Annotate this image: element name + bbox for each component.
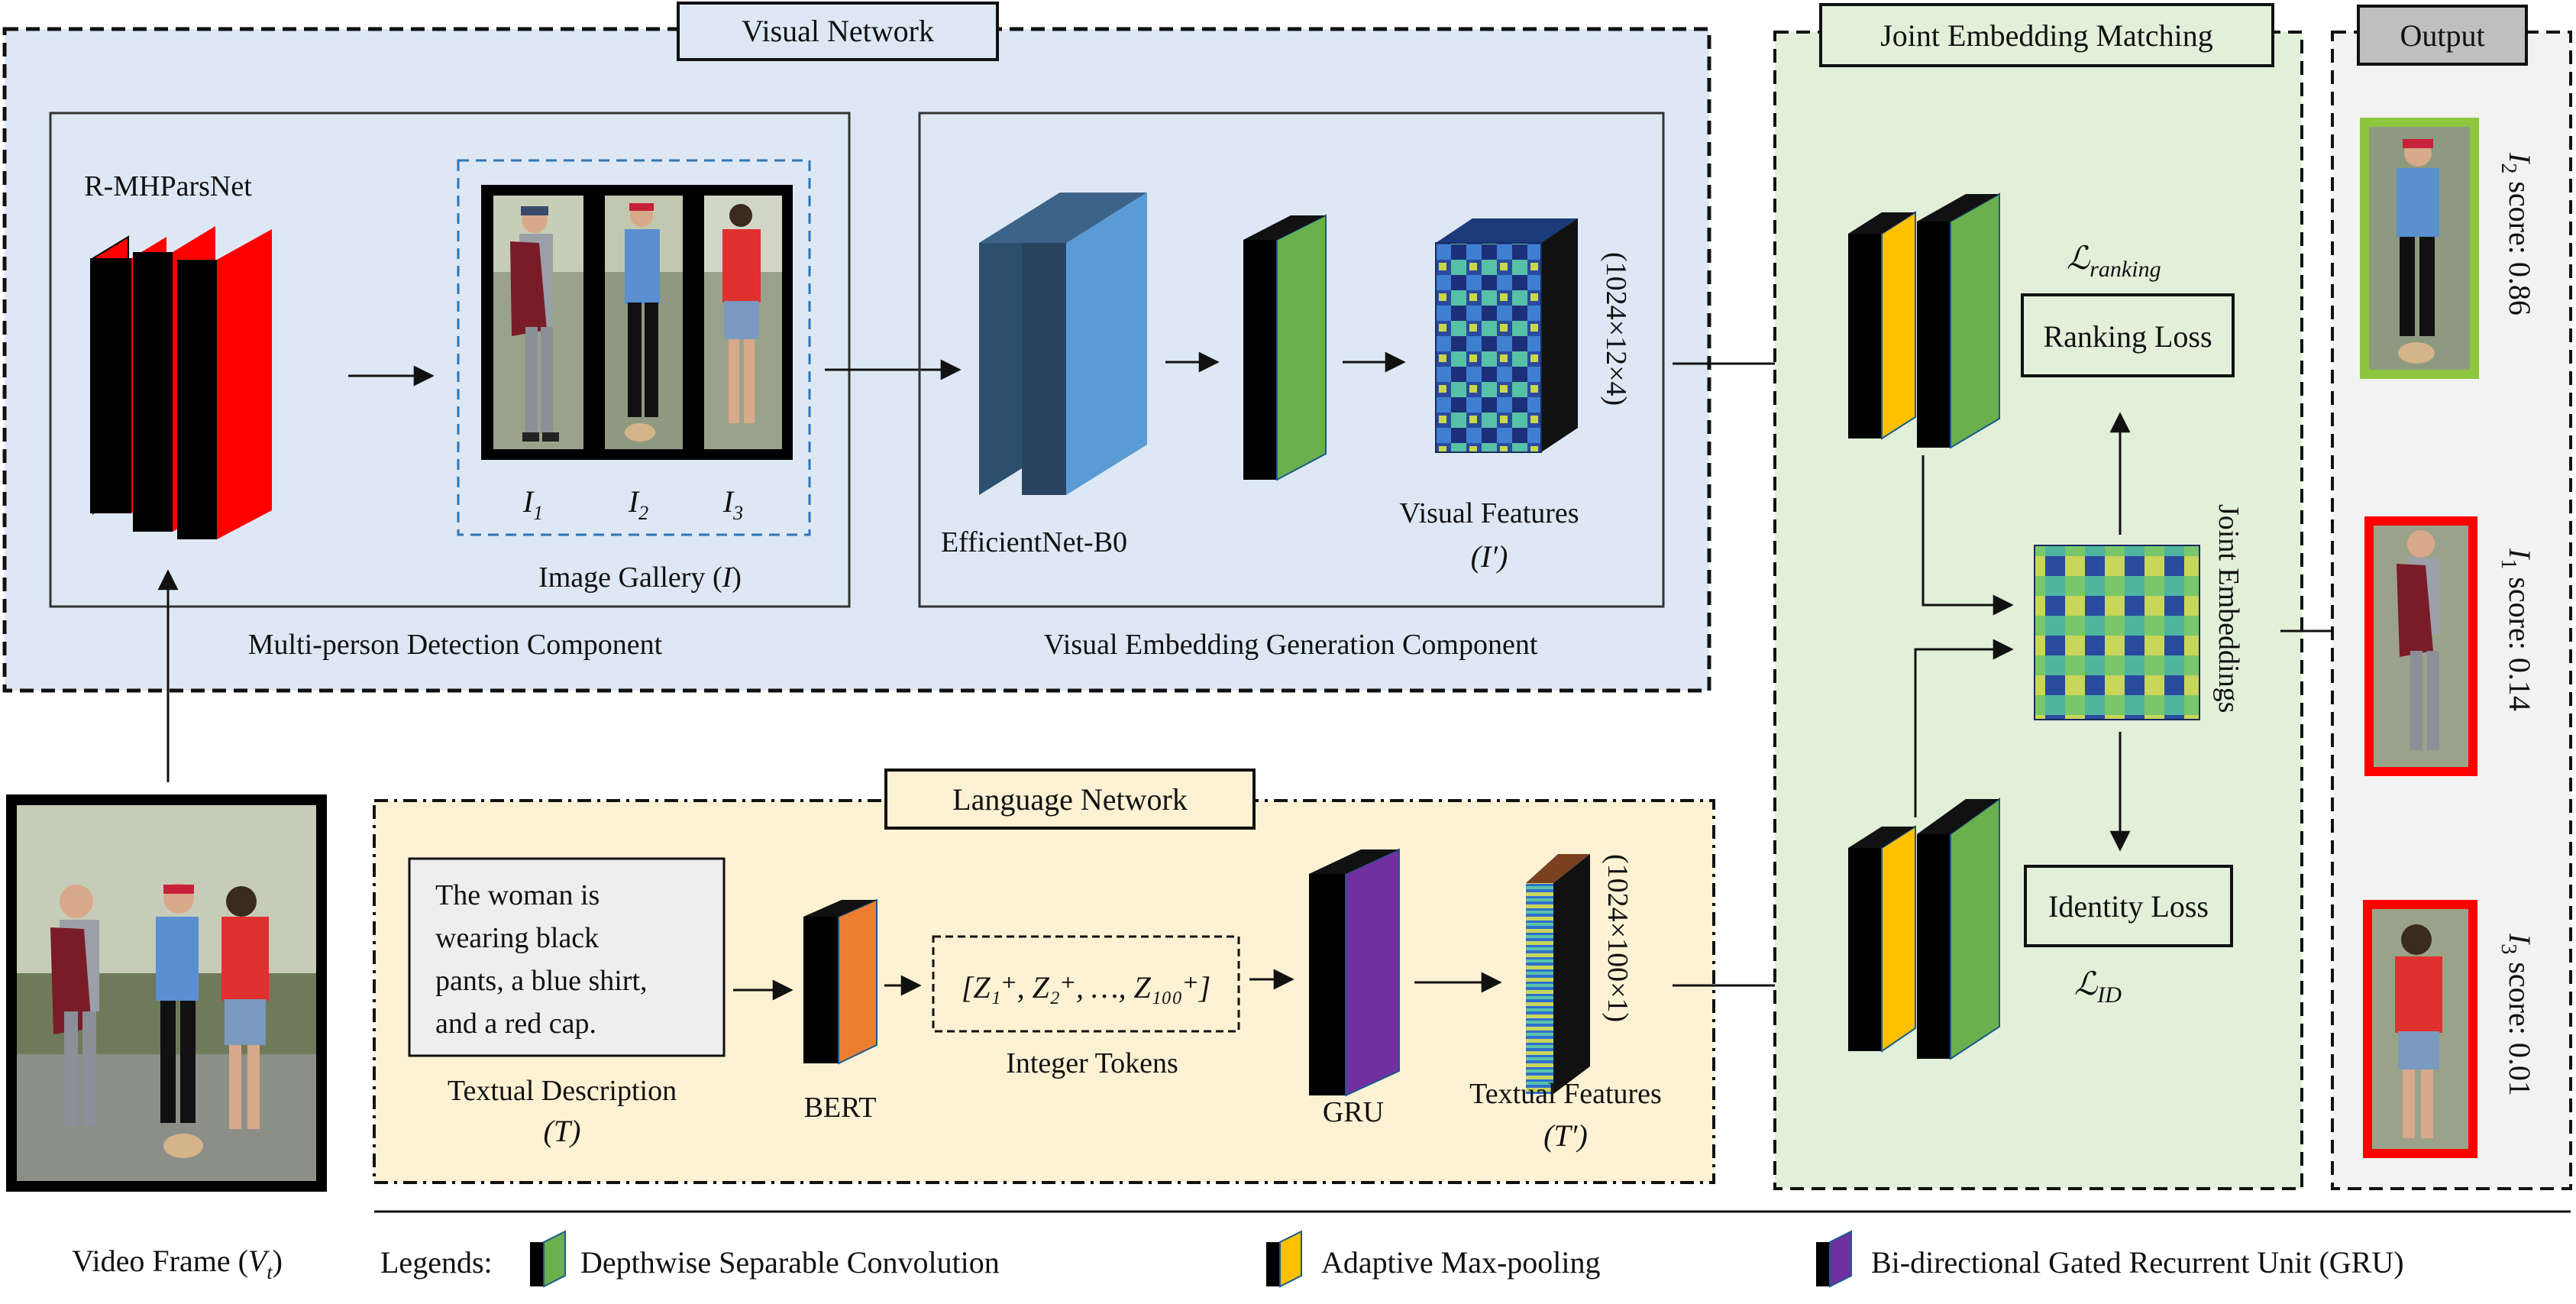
svg-text:I3: I3 [722, 484, 743, 524]
svg-text:I2: I2 [628, 484, 648, 524]
svg-text:I1: I1 [522, 484, 543, 524]
text-line-3: pants, a blue shirt, [435, 965, 648, 997]
visual-network-title: Visual Network [742, 14, 934, 48]
output-result-2[interactable] [2364, 516, 2477, 776]
video-frame-image[interactable] [6, 794, 327, 1192]
output-result-3-score: I3score: 0.01 [2497, 933, 2537, 1096]
output-result-1[interactable] [2360, 118, 2479, 379]
gallery-label-1: I1 [522, 484, 543, 524]
textual-features-label: Textual Features [1469, 1078, 1662, 1110]
image-gallery-caption: Image Gallery (I) [538, 561, 742, 594]
bert-label: BERT [804, 1092, 877, 1124]
legend-swatch-gru [1816, 1230, 1852, 1288]
integer-tokens-box [932, 935, 1240, 1033]
text-line-4: and a red cap. [435, 1008, 596, 1040]
joint-text-block [1848, 798, 2000, 1060]
arrow-text-to-joint-embeddings [1914, 639, 2014, 817]
gallery-image-3[interactable] [693, 185, 793, 460]
textual-description-caption: Textual Description [448, 1075, 677, 1107]
legend-label-conv: Depthwise Separable Convolution [580, 1245, 1000, 1280]
joint-embedding-title: Joint Embedding Matching [1880, 18, 2213, 53]
integer-tokens-caption: Integer Tokens [1006, 1047, 1178, 1079]
arrow-visual-to-joint-embeddings [1921, 455, 2014, 616]
gru-label: GRU [1323, 1096, 1384, 1128]
output-panel: Output I2score: 0.86 I1score: 0.14 [2331, 5, 2572, 1190]
joint-visual-block [1848, 193, 2000, 449]
gallery-label-3: I3 [722, 484, 743, 524]
ranking-loss-box [2021, 293, 2235, 377]
visual-features-label: Visual Features [1399, 497, 1579, 529]
efficientnet-label: EfficientNet-B0 [941, 526, 1127, 558]
embedding-component-box [918, 112, 1665, 608]
output-result-3[interactable] [2363, 900, 2477, 1158]
visual-features-dims: (1024×12×4) [1600, 252, 1632, 406]
gru-block [1309, 848, 1400, 1097]
text-line-1: The woman is [435, 879, 600, 911]
embedding-component-label: Visual Embedding Generation Component [1044, 629, 1538, 661]
visual-features-tensor [1435, 218, 1578, 453]
language-network-title-box [884, 768, 1256, 830]
language-network-title: Language Network [952, 782, 1188, 817]
rmhparsnet-block [90, 226, 272, 539]
joint-embeddings-heatmap [2034, 545, 2200, 720]
video-frame-label: Video Frame (Vt) [72, 1244, 283, 1283]
identity-loss-label: Identity Loss [2048, 889, 2209, 924]
joint-embeddings-label: Joint Embeddings [2212, 504, 2245, 713]
textual-features-dims: (1024×100×1) [1602, 854, 1634, 1022]
output-title: Output [2400, 18, 2484, 53]
textual-description-symbol: (T) [544, 1114, 581, 1148]
legend-prefix: Legends: [380, 1245, 493, 1280]
output-result-2-score: I1score: 0.14 [2497, 548, 2537, 711]
bert-block [803, 898, 878, 1065]
ranking-loss-symbol: ℒranking [2067, 241, 2161, 282]
visual-network-title-box [677, 2, 999, 61]
legend-swatch-conv [530, 1230, 566, 1288]
visual-network-panel: Visual Network R-MHParsNet [2, 2, 1711, 693]
gallery-image-1[interactable] [481, 185, 594, 460]
integer-tokens-expression: [Z₁⁺, Z₂⁺, …, Z₁₀₀⁺] [962, 970, 1210, 1005]
efficientnet-block [979, 193, 1147, 495]
legend-label-gru: Bi-directional Gated Recurrent Unit (GRU… [1871, 1245, 2404, 1280]
gallery-label-2: I2 [628, 484, 648, 524]
detection-component-box [49, 112, 851, 608]
rmhparsnet-label: R-MHParsNet [84, 170, 252, 202]
text-line-2: wearing black [435, 922, 599, 954]
ranking-loss-label: Ranking Loss [2043, 319, 2212, 354]
legend: Legends: Depthwise Separable Convolution… [380, 1230, 2404, 1288]
identity-loss-symbol: ℒID [2074, 967, 2122, 1008]
visual-features-symbol: (I′) [1471, 539, 1508, 574]
output-result-1-score: I2score: 0.86 [2497, 152, 2537, 315]
gallery-image-2[interactable] [594, 185, 693, 460]
visual-network-border [2, 27, 1711, 693]
depthwise-conv-block-visual [1243, 214, 1327, 481]
textual-features-symbol: (T′) [1543, 1118, 1588, 1153]
image-gallery-box [457, 159, 811, 536]
identity-loss-box [2024, 865, 2233, 947]
detection-component-label: Multi-person Detection Component [248, 629, 663, 661]
textual-description-box [408, 857, 726, 1057]
joint-embedding-title-box [1819, 3, 2274, 67]
textual-features-tensor [1526, 854, 1590, 1094]
legend-label-pool: Adaptive Max-pooling [1321, 1245, 1601, 1280]
legend-swatch-pool [1266, 1230, 1302, 1288]
joint-embedding-panel: Joint Embedding Matching Joint Embedding… [1773, 3, 2303, 1190]
output-title-box [2357, 5, 2528, 66]
language-network-panel: Language Network The woman is wearing bl… [373, 768, 1715, 1184]
